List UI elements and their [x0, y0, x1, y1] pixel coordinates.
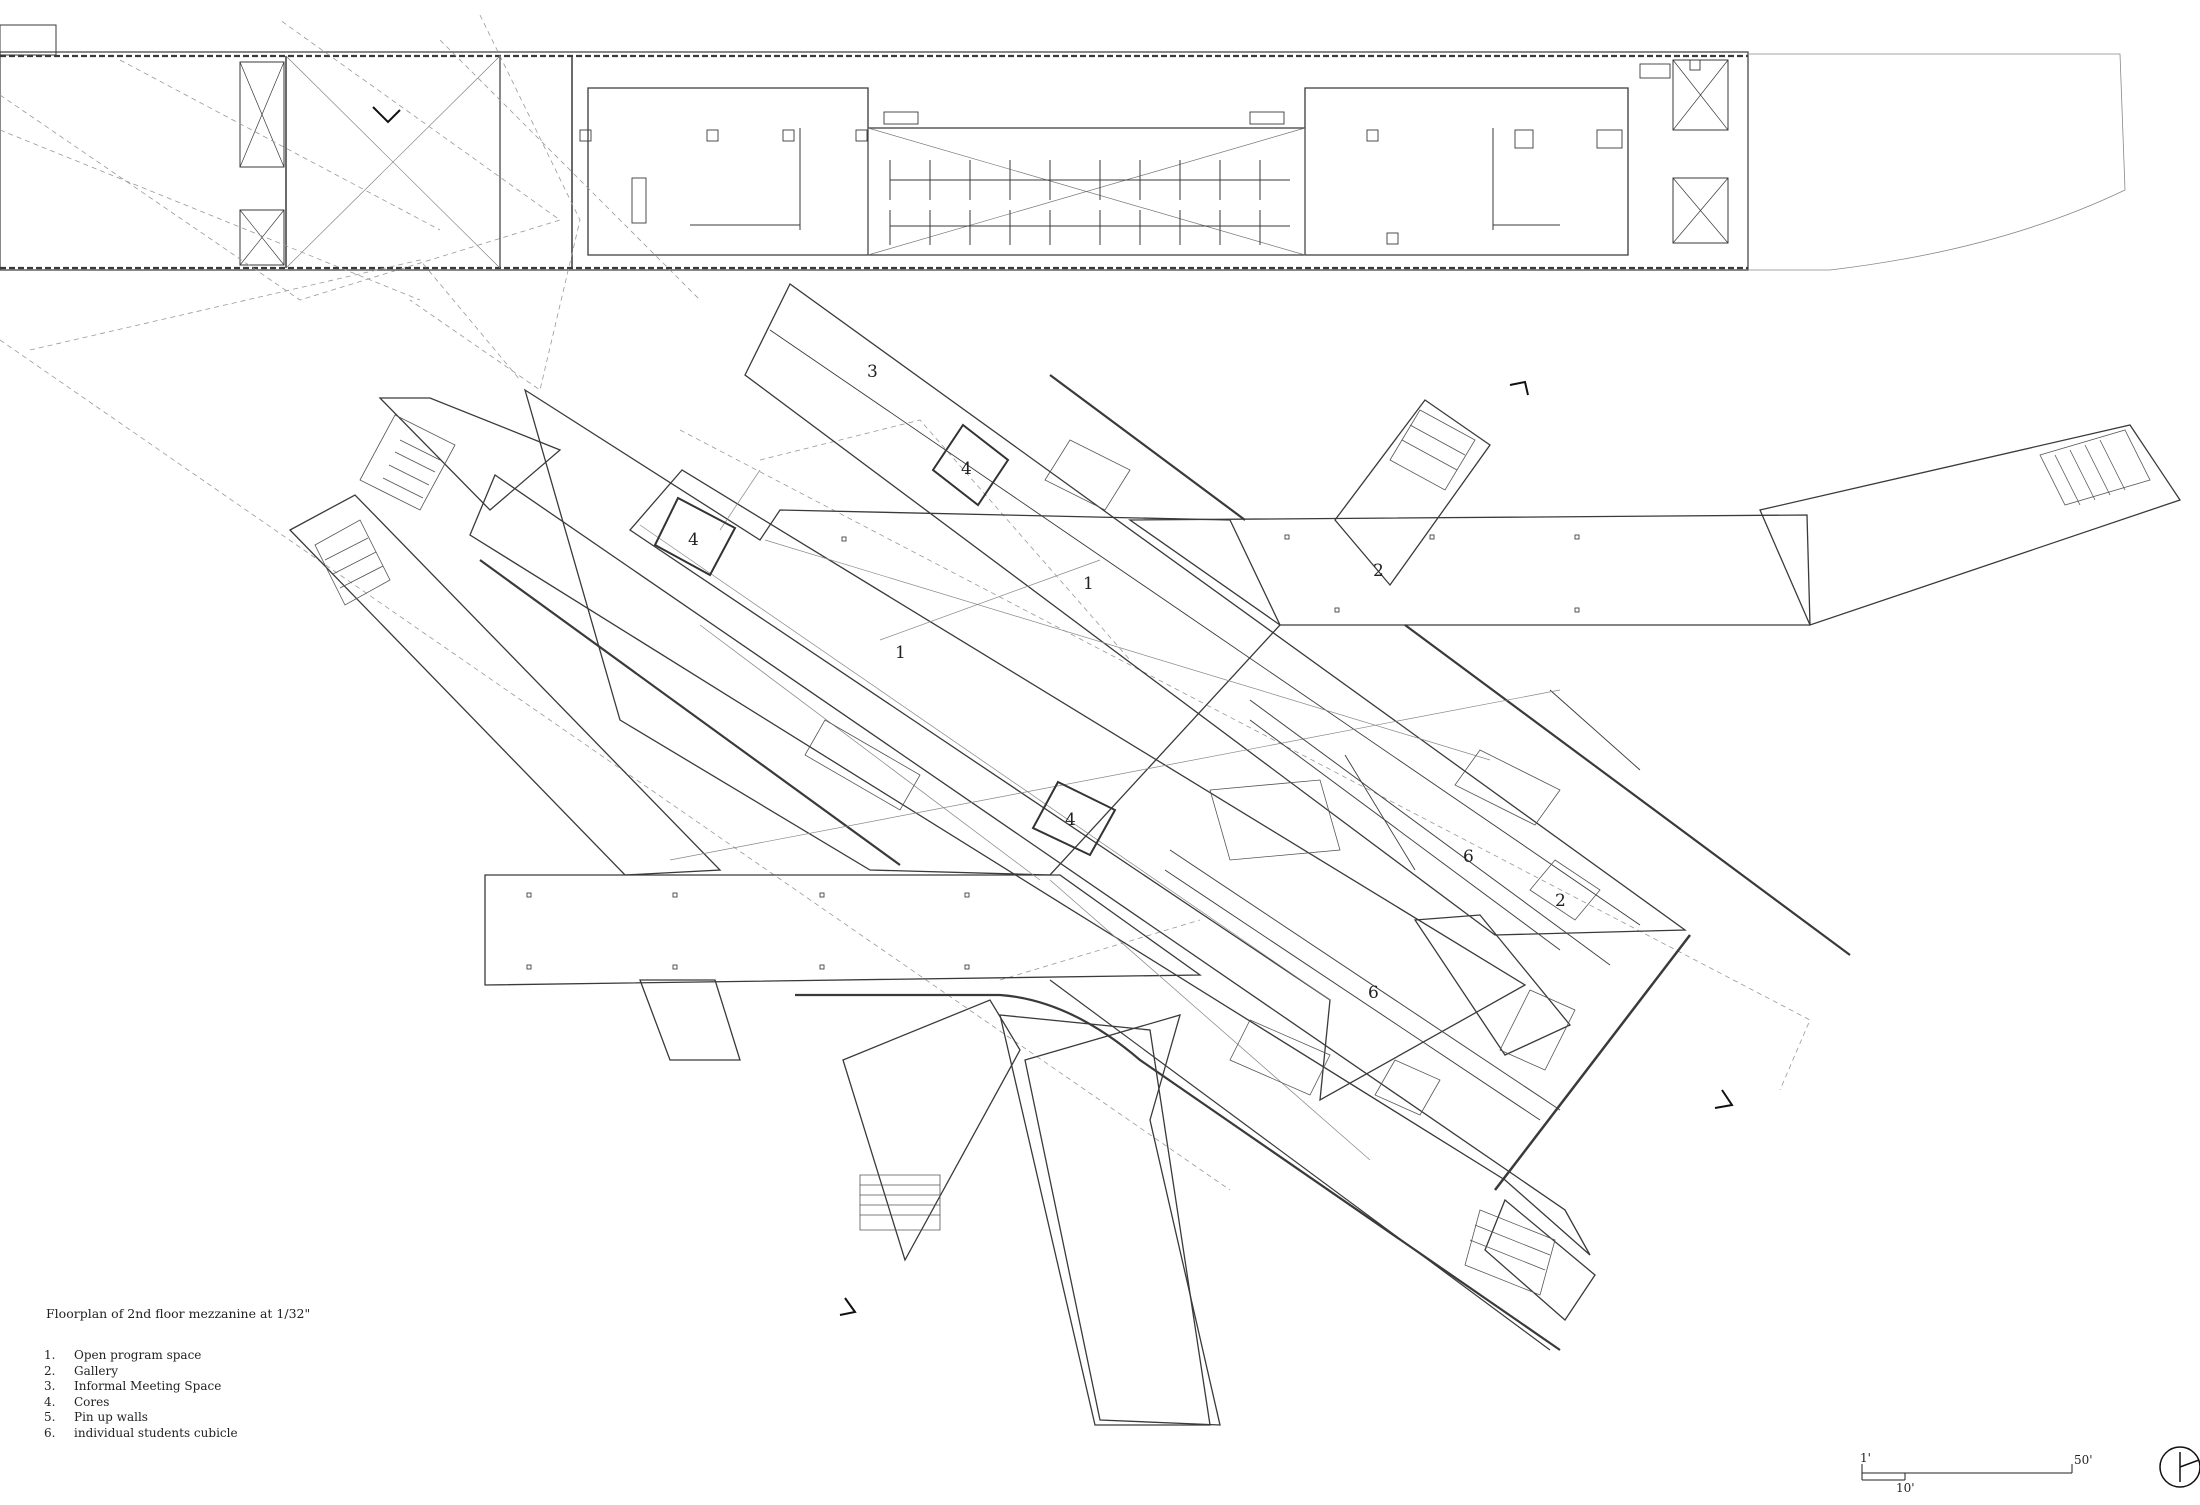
- dashed-overlay: [0, 14, 1811, 1191]
- zone-label-core-c: 4: [1065, 810, 1076, 830]
- scale-bar: [1861, 1464, 2073, 1481]
- existing-building: [0, 24, 2126, 271]
- scale-label-start: 1': [1860, 1451, 1871, 1465]
- cores: [653, 423, 1117, 857]
- stairs: [314, 409, 2151, 1296]
- legend-item: 1.Open program space: [44, 1348, 202, 1362]
- columns: [526, 534, 1580, 970]
- zone-label-open-a: 1: [1083, 574, 1094, 594]
- drawing-title: Floorplan of 2nd floor mezzanine at 1/32…: [46, 1306, 311, 1321]
- zone-label-cubicle-a: 6: [1463, 847, 1474, 867]
- scale-label-end: 50': [2074, 1453, 2093, 1467]
- mezzanine-structure: [288, 283, 2182, 1426]
- legend-item: 2.Gallery: [44, 1363, 119, 1378]
- cubicles: [1164, 699, 1611, 1121]
- section-markers: [372, 106, 1734, 1316]
- zone-label-gallery-b: 2: [1555, 891, 1566, 911]
- legend-item: 4.Cores: [44, 1394, 110, 1409]
- zone-label-gallery-a: 2: [1373, 561, 1384, 581]
- zone-label-core-b: 4: [688, 530, 699, 550]
- zone-labels: 3 4 4 4 1 1 2 2 6 6: [688, 362, 1566, 1003]
- legend-item: 5.Pin up walls: [44, 1410, 148, 1424]
- zone-label-meeting: 3: [867, 362, 878, 382]
- legend-item: 6.individual students cubicle: [44, 1425, 238, 1440]
- zone-label-open-b: 1: [895, 643, 906, 663]
- north-arrow-icon: [2159, 1446, 2200, 1488]
- scale-label-mid: 10': [1896, 1481, 1915, 1495]
- construction-lines: [639, 469, 1561, 1161]
- zone-label-core-a: 4: [961, 459, 972, 479]
- legend-item: 3.Informal Meeting Space: [44, 1379, 222, 1393]
- zone-label-cubicle-b: 6: [1368, 983, 1379, 1003]
- legend: 1.Open program space 2.Gallery 3.Informa…: [44, 1348, 238, 1441]
